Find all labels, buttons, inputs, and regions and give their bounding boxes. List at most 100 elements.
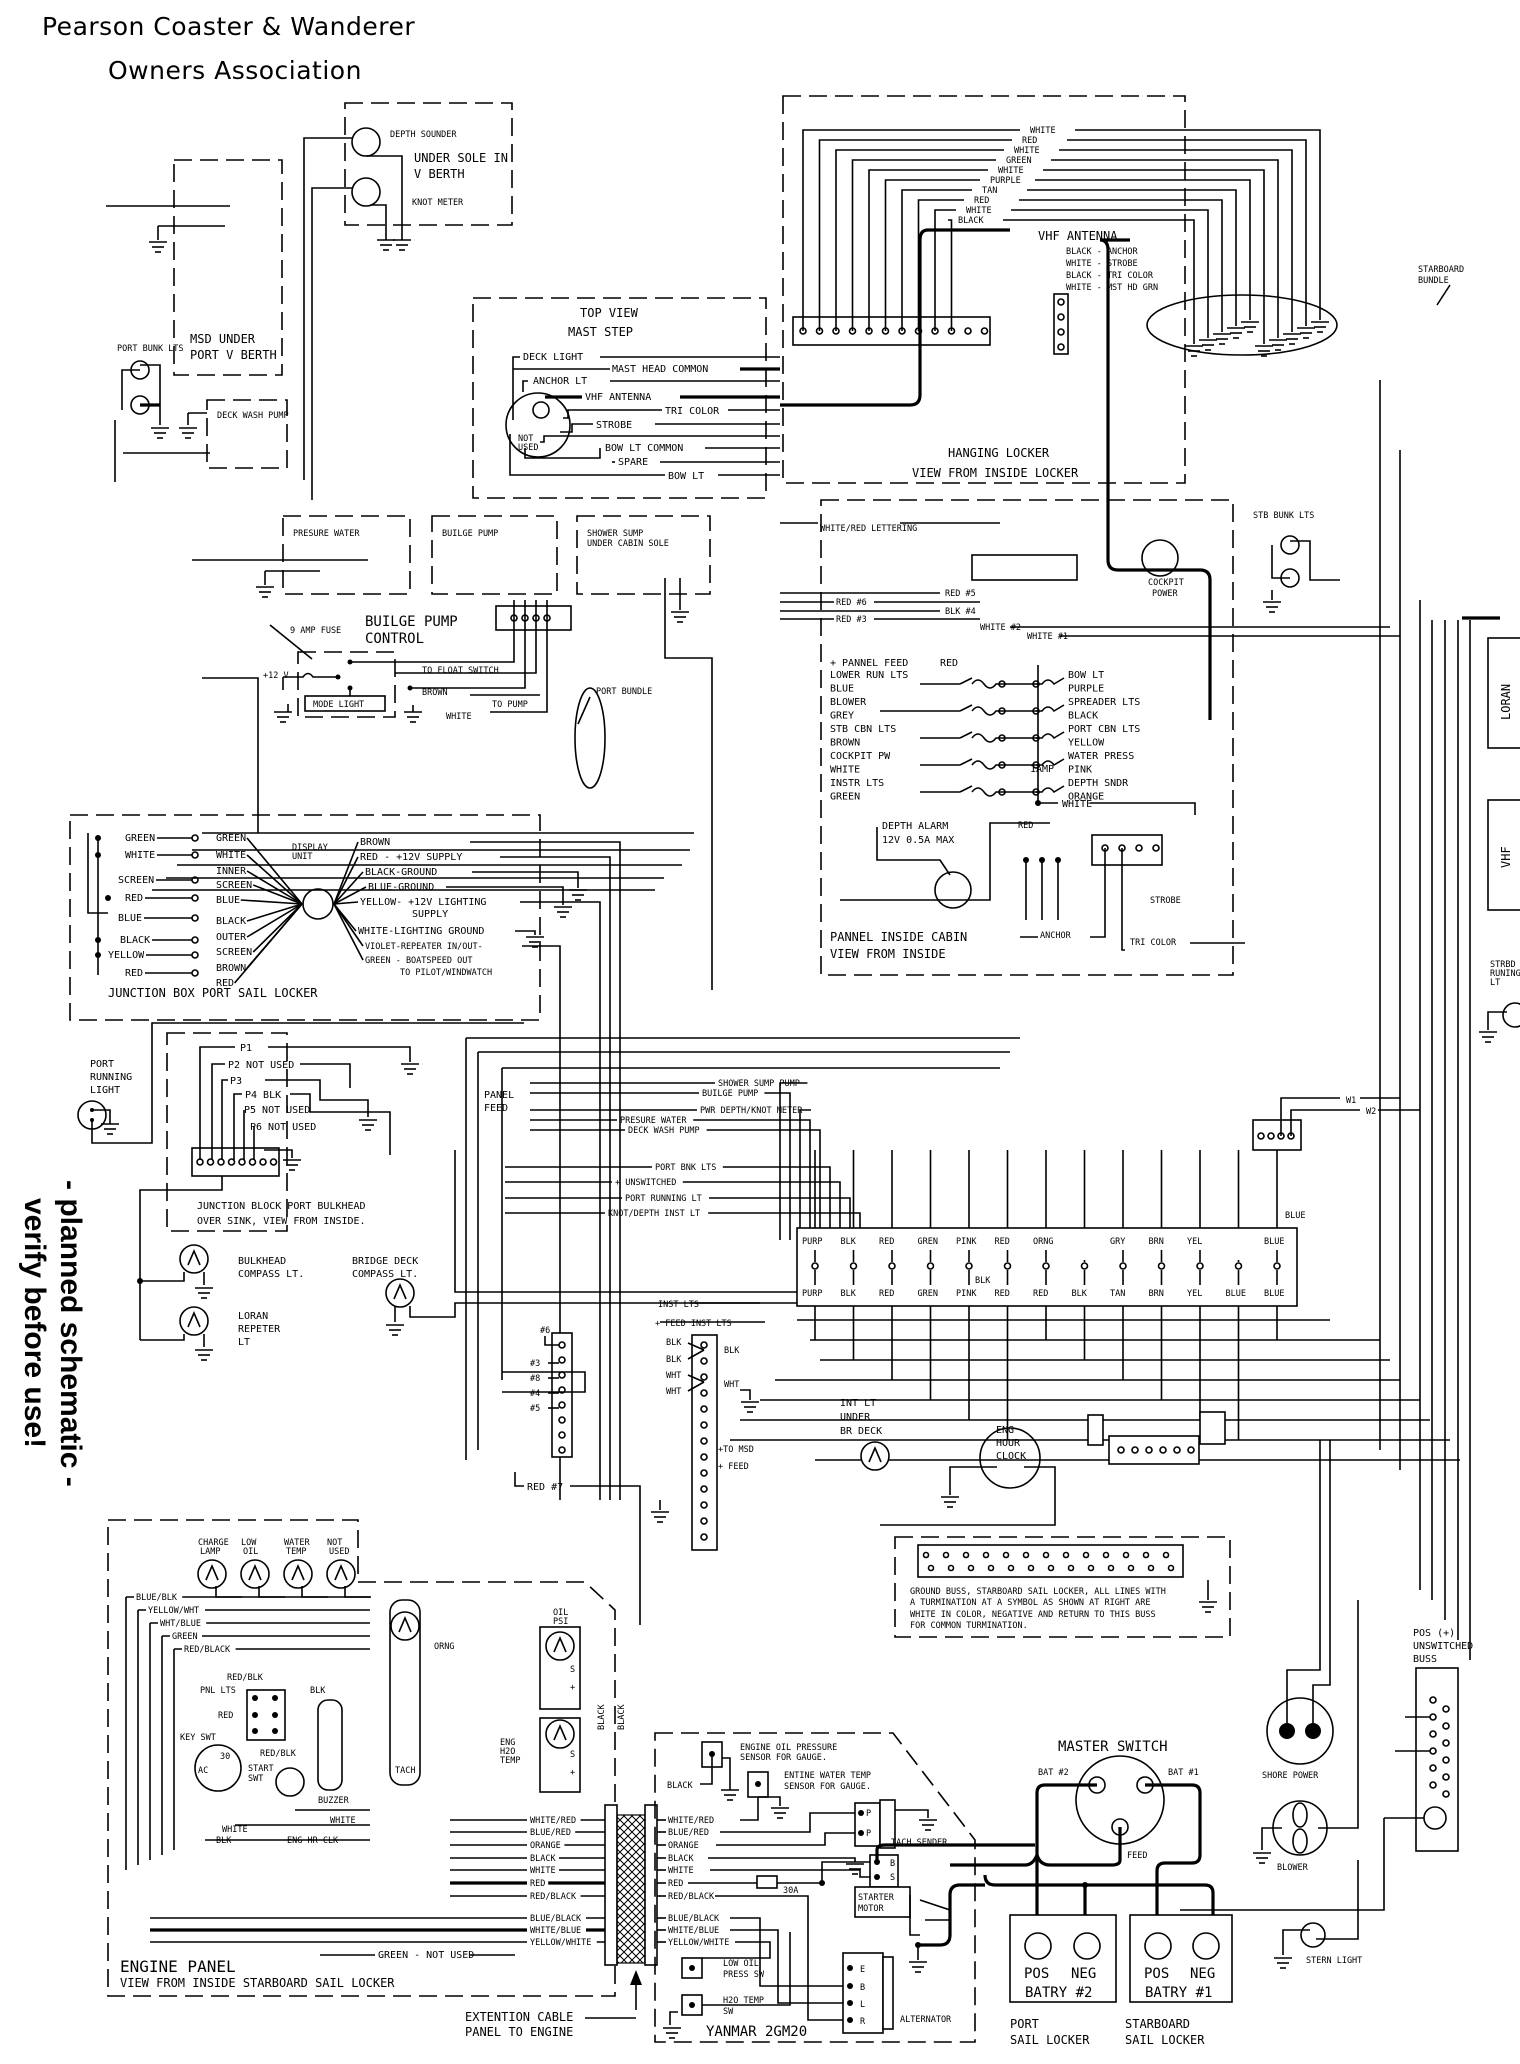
cabin-left-6: COCKPIT PW (830, 751, 891, 762)
ground-buss-line-3: WHITE IN COLOR, NEGATIVE AND RETURN TO T… (910, 1610, 1156, 1620)
jb-mid-wire-8: BROWN (216, 963, 246, 974)
terminal (1082, 1551, 1090, 1559)
fuse-30a (756, 1875, 778, 1889)
mast-wire-strobe: STROBE (596, 420, 632, 431)
hanging-locker-label-2: VIEW FROM INSIDE LOCKER (912, 466, 1079, 480)
jb-left-wire-4: BLUE (118, 913, 142, 924)
terminal (1159, 1446, 1167, 1454)
ep-eng-h2o-1: ENG (500, 1738, 515, 1748)
loran-repeater-2: REPETER (238, 1324, 281, 1335)
terminal (980, 327, 989, 335)
ep-black-2: BLACK (617, 1704, 627, 1730)
terminal (1442, 1739, 1450, 1747)
ground-buss: GROUND BUSS, STARBOARD SAIL LOCKER, ALL … (894, 1536, 1231, 1638)
cabin-left-7: WHITE (830, 765, 860, 776)
terminal (811, 1262, 819, 1270)
ep-pnl-lts: PNL LTS (200, 1686, 236, 1696)
terminal (558, 1386, 566, 1394)
bat1-loc-1: STARBOARD (1125, 2017, 1190, 2031)
pb-wire-p6: P6 NOT USED (250, 1122, 316, 1133)
jb-mid-wire-0: GREEN (216, 833, 246, 844)
terminal (1131, 1446, 1139, 1454)
bat2-loc-1: PORT (1010, 2017, 1039, 2031)
jb-right-wire-6: WHITE-LIGHTING GROUND (358, 926, 484, 937)
jb-left-wire-5: BLACK (120, 935, 150, 946)
main-terminal-bottom-10: YEL (1187, 1289, 1202, 1299)
hanging-locker-terminal-strip (792, 316, 991, 346)
mid-wire-1: BUILGE PUMP (702, 1089, 758, 1099)
main-terminal-bottom-6: RED (1033, 1289, 1048, 1299)
cockpit-power-socket (1141, 539, 1179, 577)
h2o-sw-2: SW (723, 2007, 734, 2017)
terminal (1173, 1446, 1181, 1454)
ep-gauge-label-1-0: CHARGE (198, 1538, 229, 1548)
main-terminal-top-6: ORNG (1033, 1237, 1053, 1247)
key-switch (194, 1744, 242, 1792)
pb-wire-p4: P4 BLK (245, 1090, 281, 1101)
deck-wash-label: DECK WASH PUMP (217, 411, 289, 421)
vhf-antenna-label: VHF ANTENNA (1038, 229, 1118, 243)
mast-wire-mast-head-common: MAST HEAD COMMON (612, 364, 708, 375)
engine-harness-wire-7: BLUE/BLACK (668, 1914, 720, 1924)
pb-wire-p1: P1 (240, 1043, 252, 1054)
low-oil-1: LOW OIL (723, 1959, 759, 1969)
terminal (1147, 1564, 1155, 1572)
cabin-right-9: ORANGE (1068, 792, 1104, 803)
stbd-running-light: STRBD RUNING LT (1478, 960, 1520, 1043)
tach-p-2: P (866, 1829, 871, 1839)
extension-2: PANEL TO ENGINE (465, 2025, 573, 2039)
not-used-2: USED (518, 443, 538, 453)
terminal (965, 1262, 973, 1270)
engine-model: YANMAR 2GM20 (706, 2024, 807, 2040)
w1-label: W1 (1346, 1096, 1356, 1106)
terminal (1047, 1564, 1055, 1572)
eng-clock-1: ENG (996, 1425, 1014, 1436)
sub-wire-anchor: BLACK - ANCHOR (1066, 247, 1139, 257)
yanmar-engine: ENGINE OIL PRESSURE SENSOR FOR GAUGE. EN… (654, 1732, 1035, 2043)
ep-harness-wire-1: BLUE/RED (530, 1828, 571, 1838)
location-line-2: V BERTH (414, 167, 465, 181)
ep-left-wire-3: GREEN (172, 1632, 198, 1642)
ep-white-a: WHITE (330, 1816, 356, 1826)
jb-left-wire-3: RED (125, 893, 143, 904)
hanging-locker-wire-4: WHITE (998, 166, 1024, 176)
terminal (700, 1469, 708, 1477)
ep-white-b: WHITE (222, 1825, 248, 1835)
main-terminal-bottom-11: BLUE (1226, 1289, 1246, 1299)
main-terminal-top-1: BLK (841, 1237, 857, 1247)
ep-s-1: S (570, 1665, 575, 1675)
port-bunk-lights: PORT BUNK LTS (114, 344, 184, 482)
port-bundle-label: PORT BUNDLE (596, 687, 652, 697)
terminal (700, 1533, 708, 1541)
ep-gauge-label-1-3: NOT (327, 1538, 342, 1548)
brown-label: BROWN (422, 688, 448, 698)
bat2-label: BAT #2 (1038, 1768, 1069, 1778)
ep-start-2: SWT (248, 1774, 263, 1784)
display-label-2: UNIT (292, 852, 312, 862)
bat2-loc-2: SAIL LOCKER (1010, 2033, 1090, 2047)
jb-mid-wire-5: BLACK (216, 916, 246, 927)
ep-harness-wire-9: YELLOW/WHITE (530, 1938, 591, 1948)
cabin-top-wire-5: WHITE #2 (980, 623, 1021, 633)
ground-buss-line-2: A TURMINATION AT A SYMBOL AS SHOWN AT RI… (910, 1598, 1151, 1608)
terminal (1087, 1564, 1095, 1572)
terminal (191, 951, 199, 959)
jb-mid-wire-1: WHITE (216, 850, 246, 861)
mid-wire-3: PRESURE WATER (620, 1116, 687, 1126)
ep-harness-wire-5: RED (530, 1879, 545, 1889)
terminal (558, 1416, 566, 1424)
hanging-locker-wire-3: GREEN (1006, 156, 1032, 166)
cabin-left-0: LOWER RUN LTS (830, 670, 908, 681)
jb-mid-wire-2: INNER (216, 866, 247, 877)
cabin-top-wire-4: RED #3 (836, 615, 867, 625)
cabin-panel-label-2: VIEW FROM INSIDE (830, 947, 946, 961)
terminal (191, 969, 199, 977)
mid-wire-2: PWR DEPTH/KNOT METER (700, 1106, 803, 1116)
ground-buss-line-4: FOR COMMON TURMINATION. (910, 1621, 1028, 1631)
alt-pin-l: L (860, 2000, 865, 2010)
ep-key-swt: KEY SWT (180, 1733, 216, 1743)
stern-light: STERN LIGHT (1180, 1817, 1424, 1969)
main-terminal-top-12: BLUE (1264, 1237, 1284, 1247)
stbd-running-1: STRBD (1490, 960, 1516, 970)
jb-right-wire-8: GREEN - BOATSPEED OUT (365, 956, 472, 966)
